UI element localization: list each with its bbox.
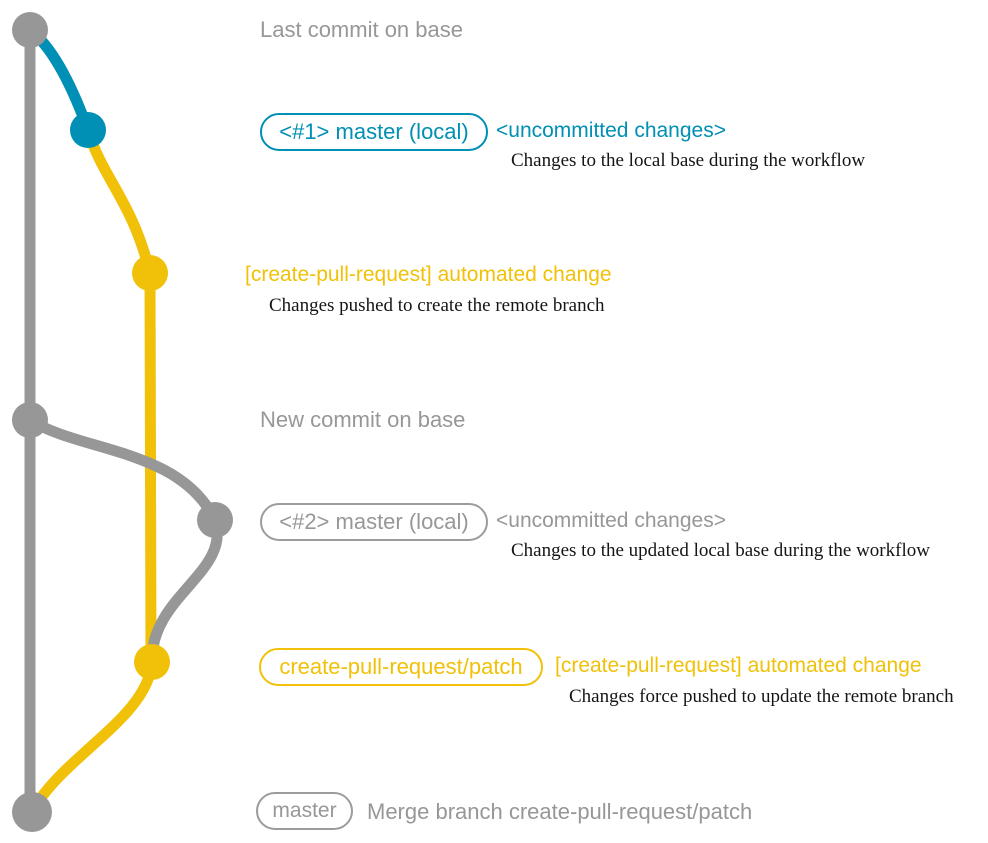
commit-message-automated-change-1: [create-pull-request] automated change [245, 263, 612, 286]
branch-tag-master: master [256, 792, 353, 830]
commit-graph [12, 12, 233, 832]
commit-description-automated-change-1: Changes pushed to create the remote bran… [269, 295, 605, 316]
commit-message-uncommitted-1: <uncommitted changes> [496, 119, 726, 142]
branch-tag-label: master [272, 799, 337, 822]
branch-line-patch-merge [27, 661, 158, 815]
branch-line-master-local-2-rebase [146, 518, 223, 663]
branch-tag-master-local-1: <#1> master (local) [260, 113, 488, 151]
commit-dot-uncommitted-2 [197, 502, 233, 538]
commit-message-uncommitted-2: <uncommitted changes> [496, 509, 726, 532]
commit-dot-uncommitted-1 [70, 112, 106, 148]
commit-message-automated-change-2: [create-pull-request] automated change [555, 654, 922, 677]
branch-tag-master-local-2: <#2> master (local) [260, 503, 488, 541]
label-last-commit-on-base: Last commit on base [260, 17, 463, 42]
commit-description-automated-change-2: Changes force pushed to update the remot… [569, 686, 954, 707]
commit-dot-last-commit-on-base [12, 12, 48, 48]
commit-dot-new-commit-on-base [12, 402, 48, 438]
label-new-commit-on-base: New commit on base [260, 407, 466, 432]
branch-line-patch-out [82, 128, 156, 275]
branch-line-master-local-2 [27, 415, 220, 523]
commit-dot-merge-commit [12, 792, 52, 832]
commit-dot-automated-change-2 [134, 644, 170, 680]
branch-tag-label: <#1> master (local) [279, 119, 469, 144]
branch-tag-label: <#2> master (local) [279, 509, 469, 534]
commit-message-merge: Merge branch create-pull-request/patch [367, 799, 753, 824]
commit-dot-automated-change-1 [132, 255, 168, 291]
branch-tag-create-pull-request-patch: create-pull-request/patch [259, 648, 543, 686]
commit-description-uncommitted-1: Changes to the local base during the wor… [511, 150, 866, 171]
commit-description-uncommitted-2: Changes to the updated local base during… [511, 540, 930, 561]
branch-tag-label: create-pull-request/patch [279, 654, 523, 679]
